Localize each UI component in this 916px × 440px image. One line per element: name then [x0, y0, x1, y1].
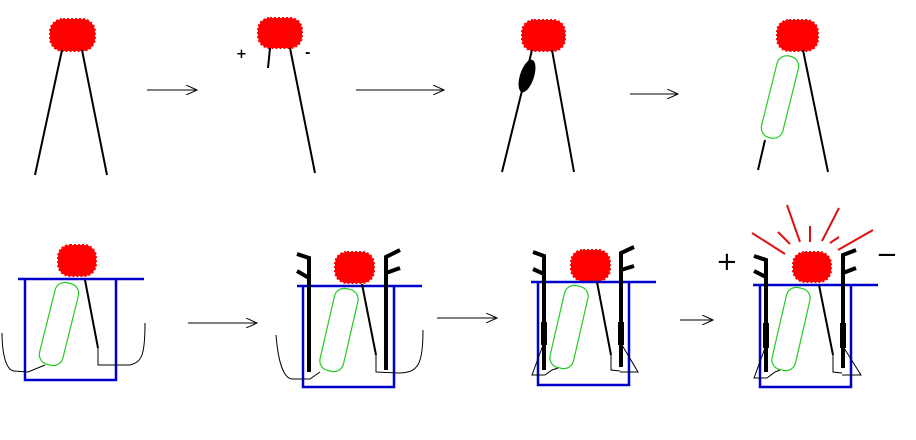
- minus-label: −: [876, 240, 898, 270]
- black-component: [518, 59, 536, 93]
- led-leg-left: [757, 139, 766, 171]
- green-capsule: [760, 55, 800, 139]
- step-1-led: [34, 18, 108, 176]
- led-bulb: [49, 18, 96, 52]
- led-wire: [361, 283, 377, 356]
- glow-rays: [751, 204, 874, 255]
- led-bulb: [792, 251, 832, 283]
- wire-left: [1, 332, 46, 373]
- wire-right: [610, 355, 621, 372]
- plus-label: +: [716, 247, 738, 277]
- wire-right: [375, 329, 424, 374]
- electrode-right: [384, 248, 401, 370]
- step-2-led-cut-leg: + -: [236, 17, 316, 174]
- led-bulb: [521, 19, 566, 52]
- step-8-led-lit: + −: [716, 204, 898, 389]
- led-bulb: [257, 17, 303, 49]
- clamp-left: [753, 347, 767, 379]
- wire-right: [832, 355, 843, 374]
- beaker: [301, 286, 396, 389]
- wire-left: [766, 369, 781, 379]
- green-capsule: [38, 281, 80, 367]
- led-bulb: [570, 249, 611, 282]
- beaker: [758, 285, 853, 389]
- led-wire: [84, 279, 99, 349]
- led-bulb: [776, 19, 819, 52]
- led-leg-right: [551, 49, 575, 173]
- wire-left: [544, 367, 559, 376]
- led-leg-right: [802, 49, 829, 173]
- clamp-right: [842, 347, 862, 376]
- led-bulb: [334, 251, 375, 284]
- step-3-led-with-resistor: [501, 19, 575, 173]
- beaker: [23, 279, 118, 382]
- clamp-left: [531, 344, 545, 376]
- minus-label: -: [305, 46, 310, 61]
- clamp-right: [620, 344, 639, 373]
- electrode-left: [295, 252, 311, 372]
- plus-label: +: [236, 47, 247, 62]
- wire-right: [97, 322, 146, 366]
- green-capsule: [319, 287, 359, 373]
- green-capsule: [771, 286, 811, 372]
- step-7-beaker-clamped: [531, 245, 656, 387]
- led-wire: [596, 281, 612, 356]
- electrode-right: [619, 245, 635, 367]
- led-leg-right: [289, 47, 316, 174]
- wire-left: [275, 334, 321, 380]
- beaker: [536, 282, 631, 387]
- step-4-led-with-capsule: [757, 19, 829, 173]
- led-leg-right: [81, 49, 108, 176]
- step-6-beaker-electrodes: [275, 248, 424, 389]
- led-wire: [818, 284, 834, 356]
- led-bulb: [57, 244, 97, 277]
- led-leg-left: [34, 49, 63, 176]
- green-capsule: [549, 284, 589, 370]
- led-leg-cut: [267, 47, 271, 69]
- step-5-beaker: [1, 244, 146, 382]
